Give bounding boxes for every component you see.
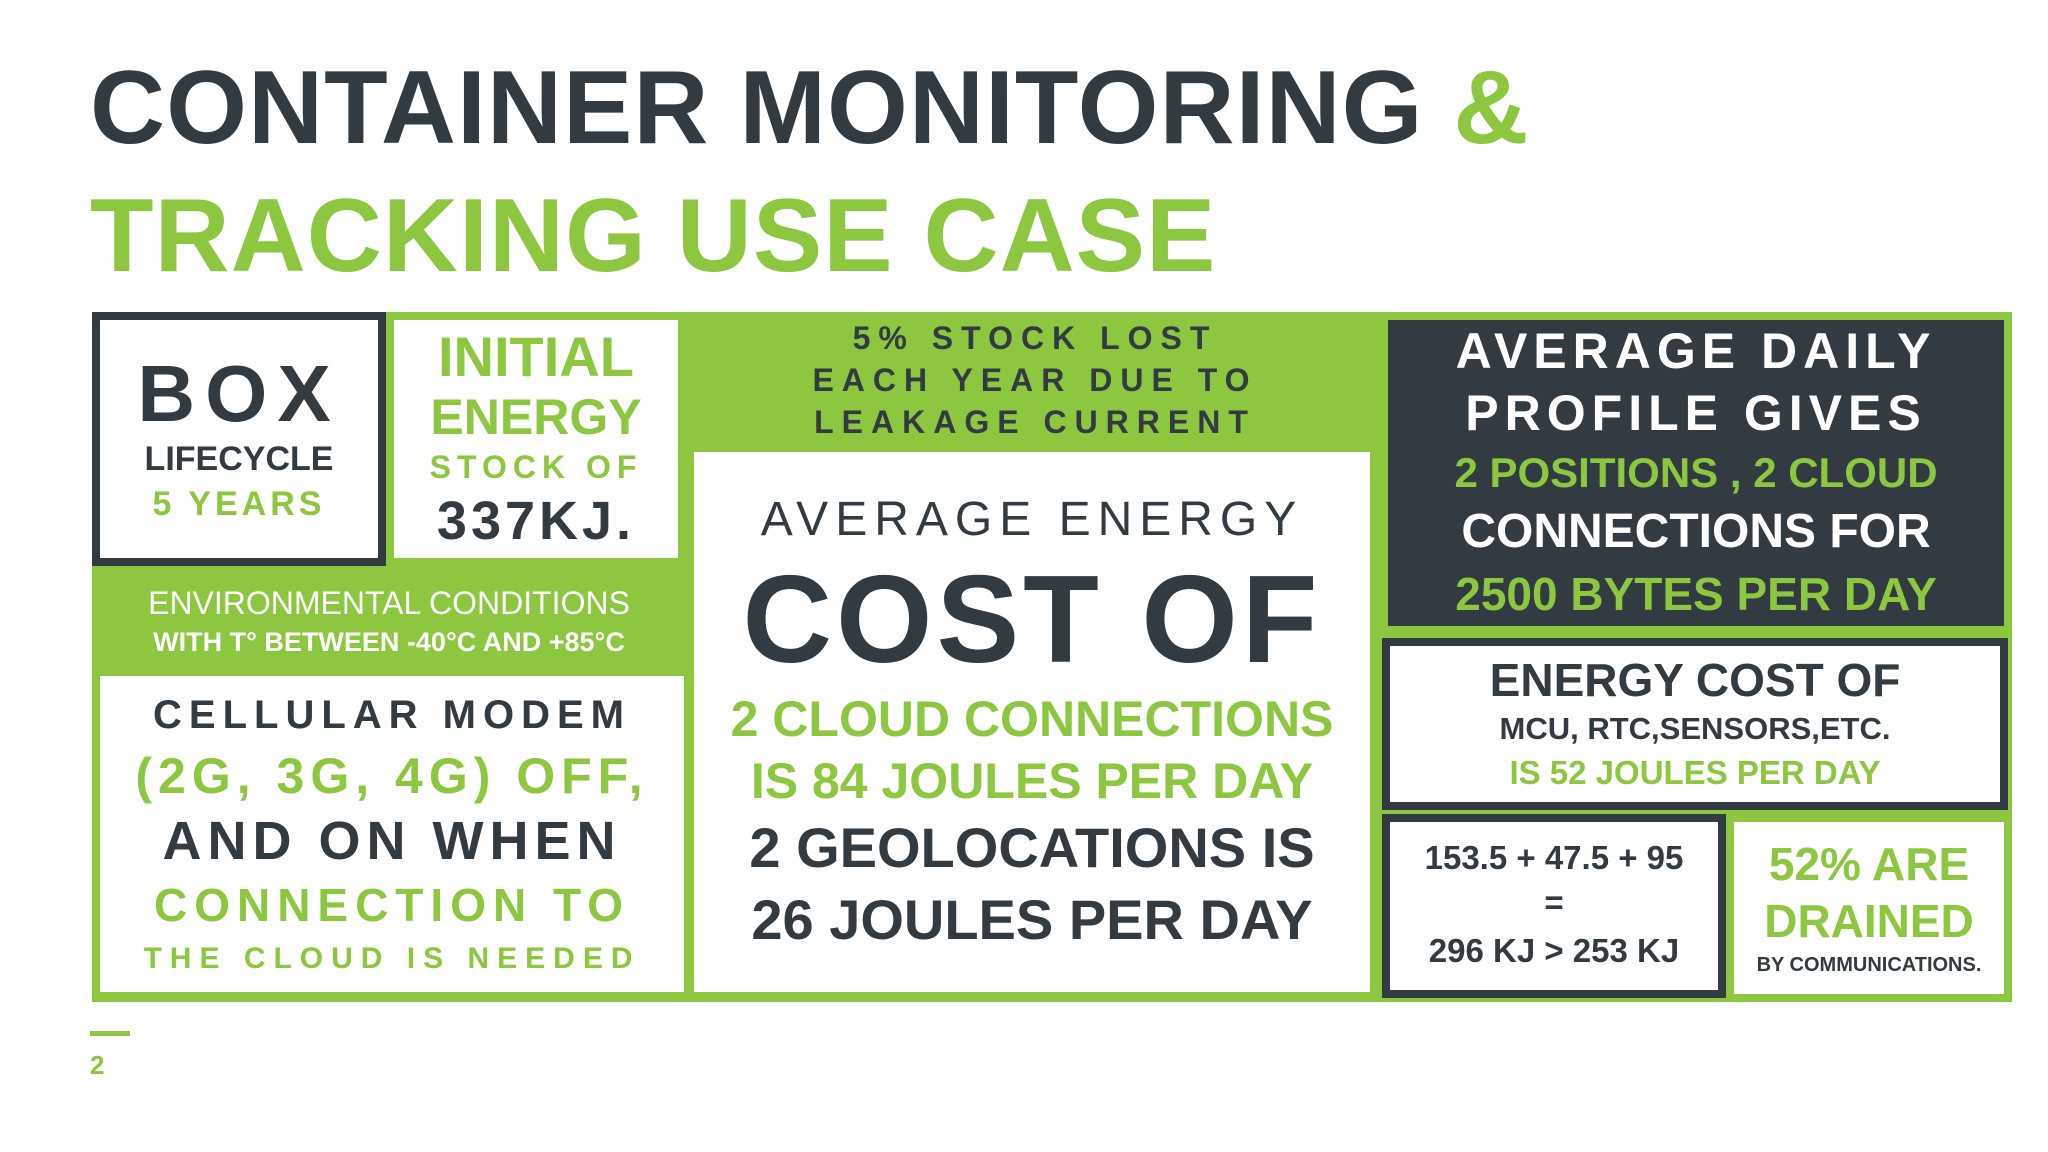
average-energy-line-2: COST OF: [742, 551, 1322, 689]
drained-line-2: DRAINED: [1764, 895, 1974, 947]
environment-line-2: WITH T° BETWEEN -40°C AND +85°C: [153, 627, 625, 657]
daily-profile-line-1: AVERAGE DAILY: [1455, 323, 1937, 379]
environment-band: ENVIRONMENTAL CONDITIONS WITH T° BETWEEN…: [100, 574, 678, 670]
cellular-modem-card: CELLULAR MODEM (2G, 3G, 4G) OFF, AND ON …: [100, 676, 684, 992]
sum-line-2: =: [1544, 884, 1564, 921]
initial-energy-line-2: ENERGY: [430, 389, 642, 445]
daily-profile-line-5: 2500 BYTES PER DAY: [1455, 568, 1937, 620]
page-number-rule: [90, 1031, 130, 1036]
title-ampersand: &: [1453, 50, 1530, 166]
sum-line-1: 153.5 + 47.5 + 95: [1424, 839, 1684, 876]
stock-lost-line-2: EACH YEAR DUE TO: [812, 362, 1258, 398]
sum-card: 153.5 + 47.5 + 95 = 296 KJ > 253 KJ: [1390, 822, 1718, 990]
drained-line-3: BY COMMUNICATIONS.: [1756, 954, 1982, 976]
average-energy-line-6: 26 JOULES PER DAY: [751, 888, 1313, 951]
lifecycle-label: LIFECYCLE: [144, 440, 334, 478]
title-line-1: CONTAINER MONITORING: [90, 50, 1424, 166]
box-lifecycle-card: BOX LIFECYCLE 5 YEARS: [100, 320, 378, 558]
modem-line-1: CELLULAR MODEM: [153, 693, 631, 737]
modem-line-5: THE CLOUD IS NEEDED: [143, 942, 641, 975]
drained-card: 52% ARE DRAINED BY COMMUNICATIONS.: [1734, 822, 2004, 994]
environment-line-1: ENVIRONMENTAL CONDITIONS: [148, 585, 630, 621]
daily-profile-card: AVERAGE DAILY PROFILE GIVES 2 POSITIONS …: [1388, 320, 2004, 626]
initial-energy-value: 337KJ.: [436, 491, 636, 551]
title-line-2: TRACKING USE CASE: [90, 178, 1217, 294]
average-energy-line-4: IS 84 JOULES PER DAY: [750, 753, 1314, 809]
sum-line-3: 296 KJ > 253 KJ: [1428, 932, 1680, 969]
energy-cost-card: ENERGY COST OF MCU, RTC,SENSORS,ETC. IS …: [1390, 646, 2000, 802]
average-energy-line-5: 2 GEOLOCATIONS IS: [749, 816, 1315, 879]
initial-energy-line-1: INITIAL: [438, 325, 634, 388]
initial-energy-line-3: STOCK OF: [429, 449, 643, 485]
average-energy-card: AVERAGE ENERGY COST OF 2 CLOUD CONNECTIO…: [694, 452, 1370, 992]
daily-profile-line-2: PROFILE GIVES: [1465, 385, 1927, 441]
daily-profile-line-3: 2 POSITIONS , 2 CLOUD: [1454, 449, 1938, 496]
page-number: 2: [90, 1050, 105, 1080]
average-energy-line-3: 2 CLOUD CONNECTIONS: [730, 691, 1334, 747]
daily-profile-line-4: CONNECTIONS FOR: [1461, 505, 1931, 558]
modem-line-2: (2G, 3G, 4G) OFF,: [135, 748, 649, 804]
box-word: BOX: [137, 349, 341, 438]
stock-lost-line-3: LEAKAGE CURRENT: [814, 404, 1256, 440]
modem-line-3: AND ON WHEN: [162, 811, 622, 871]
average-energy-line-1: AVERAGE ENERGY: [760, 493, 1304, 546]
stock-lost-band: 5% STOCK LOST EACH YEAR DUE TO LEAKAGE C…: [692, 316, 1378, 444]
energy-cost-line-2: MCU, RTC,SENSORS,ETC.: [1499, 711, 1891, 746]
lifecycle-years: 5 YEARS: [152, 485, 326, 523]
energy-cost-line-1: ENERGY COST OF: [1489, 654, 1901, 706]
energy-cost-line-3: IS 52 JOULES PER DAY: [1509, 754, 1881, 791]
slide-title: CONTAINER MONITORING & TRACKING USE CASE: [90, 44, 1529, 300]
initial-energy-card: INITIAL ENERGY STOCK OF 337KJ.: [394, 320, 678, 558]
stock-lost-line-1: 5% STOCK LOST: [852, 320, 1218, 356]
drained-line-1: 52% ARE: [1768, 838, 1970, 890]
modem-line-4: CONNECTION TO: [153, 879, 631, 931]
